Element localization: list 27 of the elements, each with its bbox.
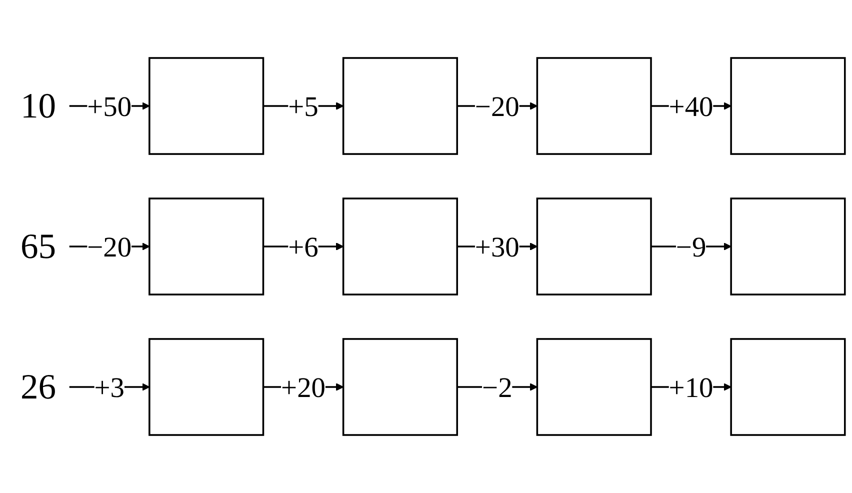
node-box <box>342 338 458 436</box>
edge-label: +6 <box>288 230 318 263</box>
node-box <box>148 198 264 296</box>
node-box <box>730 338 846 436</box>
node-box <box>342 57 458 155</box>
node-box <box>148 338 264 436</box>
node-box <box>148 57 264 155</box>
node-box <box>536 57 652 155</box>
edge-label: +30 <box>474 230 520 263</box>
edge-label: +10 <box>668 370 714 403</box>
node-text: 10 <box>20 86 56 126</box>
edge-label: +50 <box>87 90 132 122</box>
node-box <box>730 57 846 155</box>
node-text: 65 <box>20 226 56 266</box>
edge-label: +20 <box>281 370 326 403</box>
edge-label: −2 <box>482 370 512 403</box>
node-box <box>342 198 458 296</box>
edge-label: +3 <box>94 370 125 403</box>
edge-label: −20 <box>474 90 520 122</box>
edge-label: +40 <box>668 90 714 122</box>
edge-label: −9 <box>676 230 706 263</box>
node-box <box>536 338 652 436</box>
edge-label: −20 <box>87 230 132 263</box>
node-text: 26 <box>20 366 56 407</box>
node-box <box>536 198 652 296</box>
node-box <box>730 198 846 296</box>
edge-label: +5 <box>288 90 318 122</box>
